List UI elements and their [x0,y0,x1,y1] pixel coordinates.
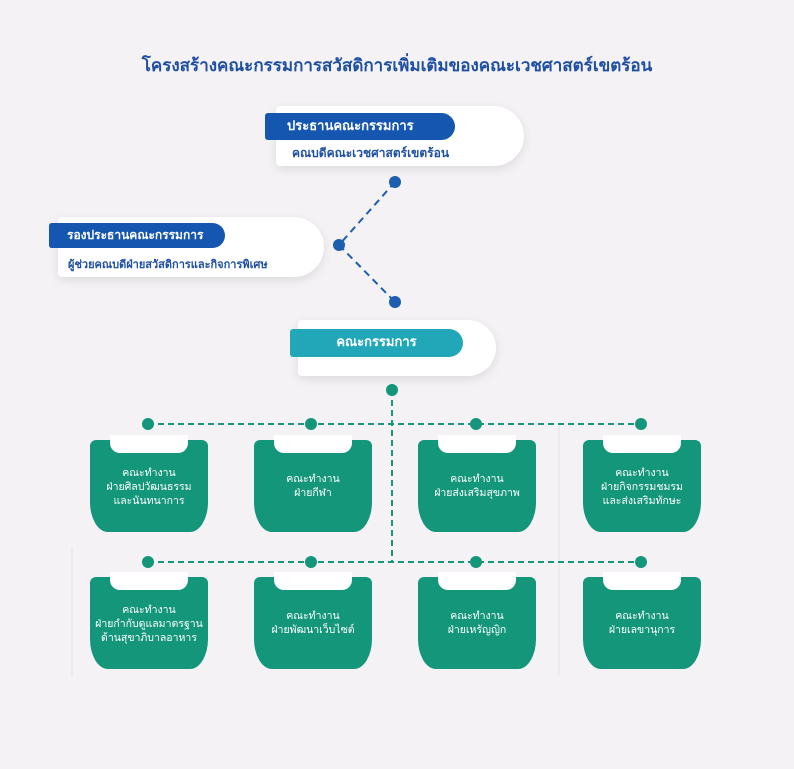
vice-chair-person-label: ผู้ช่วยคณบดีฝ่ายสวัสดิการและกิจการพิเศษ [68,258,268,271]
card-line: คณะทำงาน [615,610,669,622]
card-text: คณะทำงาน ฝ่ายเลขานุการ [583,609,701,637]
vice-chair-card: รองประธานคณะกรรมการ ผู้ช่วยคณบดีฝ่ายสวัส… [49,217,324,277]
card-line: ฝ่ายพัฒนาเว็บไซต์ [271,624,355,636]
card-line: ฝ่ายเลขานุการ [608,624,676,636]
working-group-card-treasurer: คณะทำงาน ฝ่ายเหรัญญิก [418,572,536,669]
card-line: ฝ่ายศิลปวัฒนธรรม [106,481,192,493]
working-group-card-sports: คณะทำงาน ฝ่ายกีฬา [254,435,372,532]
connector-node [386,384,398,396]
working-group-card-secretary: คณะทำงาน ฝ่ายเลขานุการ [583,572,701,669]
working-group-card-clubs-skills: คณะทำงาน ฝ่ายกิจกรรมชมรม และส่งเสริมทักษ… [583,435,701,532]
card-line: ฝ่ายเหรัญญิก [447,624,507,636]
connector-node [389,296,401,308]
chair-role-label: ประธานคณะกรรมการ [265,113,455,140]
card-shape [583,440,701,532]
connector-node [470,556,482,568]
card-text: คณะทำงาน ฝ่ายกิจกรรมชมรม และส่งเสริมทักษ… [583,466,701,508]
card-text: คณะทำงาน ฝ่ายพัฒนาเว็บไซต์ [254,609,372,637]
chair-card: ประธานคณะกรรมการ คณบดีคณะเวชศาสตร์เขตร้อ… [265,106,524,166]
card-notch [274,572,352,590]
card-shape [90,440,208,532]
connector-node [333,239,345,251]
card-line: คณะทำงาน [450,610,504,622]
connector-node [305,418,317,430]
card-line: คณะทำงาน [122,604,176,616]
card-line: และส่งเสริมทักษะ [602,495,682,507]
committee-card: คณะกรรมการ [290,320,496,376]
connector-node [389,176,401,188]
diagram-title: โครงสร้างคณะกรรมการสวัสดิการเพิ่มเติมของ… [141,56,653,76]
card-line: คณะทำงาน [286,610,340,622]
connector-node [305,556,317,568]
card-line: คณะทำงาน [615,467,669,479]
working-group-card-arts-recreation: คณะทำงาน ฝ่ายศิลปวัฒนธรรม และนันทนาการ [90,435,208,532]
card-line: ฝ่ายส่งเสริมสุขภาพ [434,487,520,499]
connector-node [142,418,154,430]
committee-label: คณะกรรมการ [290,329,463,357]
chair-person-label: คณบดีคณะเวชศาสตร์เขตร้อน [292,146,450,160]
card-line: ฝ่ายกิจกรรมชมรม [601,481,683,493]
connector-node [142,556,154,568]
working-group-card-health-promotion: คณะทำงาน ฝ่ายส่งเสริมสุขภาพ [418,435,536,532]
card-line: และนันทนาการ [113,495,185,507]
card-shape [90,577,208,669]
card-notch [603,435,681,453]
card-notch [438,435,516,453]
card-text: คณะทำงาน ฝ่ายศิลปวัฒนธรรม และนันทนาการ [90,466,208,508]
card-text: คณะทำงาน ฝ่ายกำกับดูแลมาตรฐาน ด้านสุขาภิ… [90,603,208,645]
card-shape [254,577,372,669]
card-text: คณะทำงาน ฝ่ายเหรัญญิก [418,609,536,637]
card-shape [418,440,536,532]
connector-node [470,418,482,430]
card-text: คณะทำงาน ฝ่ายกีฬา [254,472,372,500]
working-group-card-website: คณะทำงาน ฝ่ายพัฒนาเว็บไซต์ [254,572,372,669]
connector-vice-committee [338,244,396,303]
connector-chair-vice [338,181,396,246]
card-notch [110,435,188,453]
card-line: ด้านสุขาภิบาลอาหาร [101,632,197,644]
card-line: คณะทำงาน [450,473,504,485]
card-line: คณะทำงาน [122,467,176,479]
card-shape [254,440,372,532]
card-shape [583,577,701,669]
card-shape [418,577,536,669]
card-line: ฝ่ายกีฬา [294,487,332,499]
card-line: ฝ่ายกำกับดูแลมาตรฐาน [95,618,203,630]
card-notch [274,435,352,453]
connector-node [635,556,647,568]
card-notch [110,572,188,590]
working-group-card-food-sanitation: คณะทำงาน ฝ่ายกำกับดูแลมาตรฐาน ด้านสุขาภิ… [90,572,208,669]
card-text: คณะทำงาน ฝ่ายส่งเสริมสุขภาพ [418,472,536,500]
vice-chair-role-label: รองประธานคณะกรรมการ [49,223,225,248]
card-line: คณะทำงาน [286,473,340,485]
card-notch [603,572,681,590]
card-notch [438,572,516,590]
connector-node [635,418,647,430]
